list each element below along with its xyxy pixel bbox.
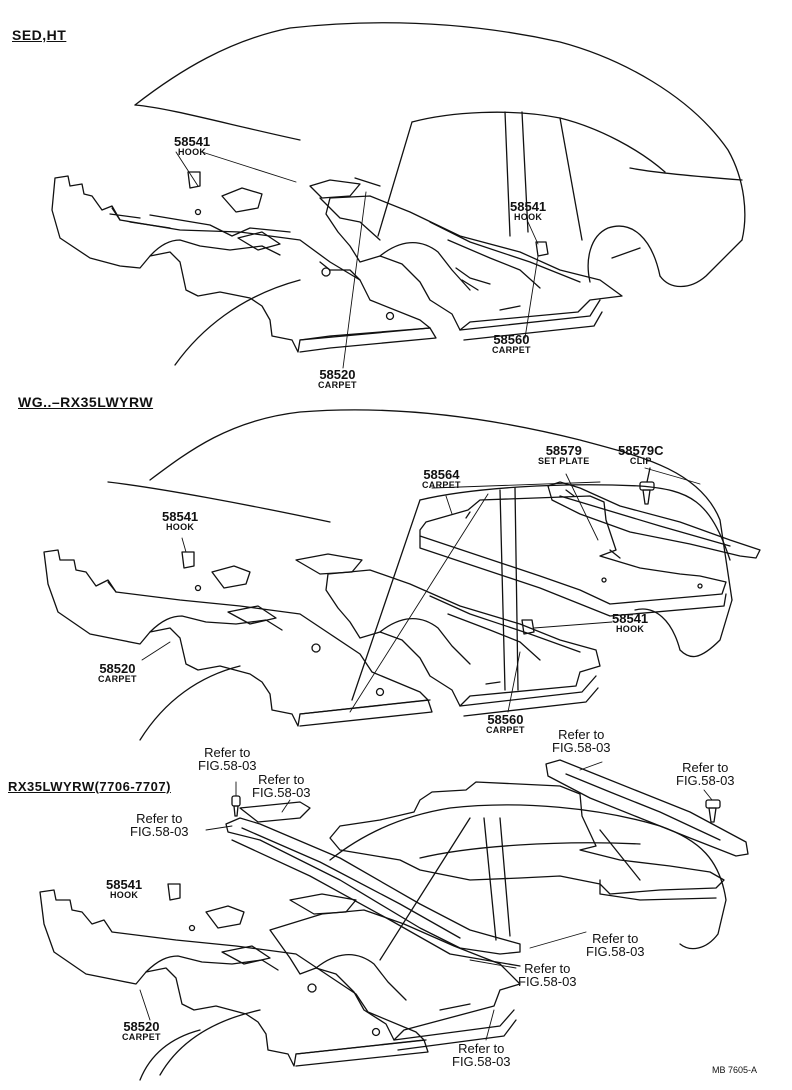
part-number: 58541 bbox=[106, 877, 143, 892]
callout-clip: 58579C CLIP bbox=[618, 444, 664, 466]
callout-hook-wagon-front: 58541 HOOK bbox=[162, 510, 198, 532]
section-title-sedan: SED,HT bbox=[12, 27, 67, 43]
section-title-rx: RX35LWYRW(7706-7707) bbox=[8, 779, 171, 794]
refer-figure: FIG.58-03 bbox=[676, 773, 735, 788]
sedan-rear-carpet bbox=[325, 177, 623, 341]
refer-figure: FIG.58-03 bbox=[552, 740, 611, 755]
rx-rear-carpet bbox=[269, 909, 521, 1051]
refer-text: Refer to bbox=[204, 745, 251, 760]
sedan-diagram bbox=[51, 22, 746, 369]
wagon-front-carpet bbox=[43, 549, 433, 727]
part-number: 58520 bbox=[319, 367, 356, 382]
part-number: 58579 bbox=[545, 443, 582, 458]
part-number: 58541 bbox=[174, 134, 211, 149]
callout-carpet-rx-front: 58520 CARPET bbox=[122, 1020, 161, 1042]
section-title-wagon: WG..–RX35LWYRW bbox=[18, 394, 154, 410]
refer-note: Refer to FIG.58-03 bbox=[676, 761, 735, 787]
part-number: 58560 bbox=[487, 712, 524, 727]
refer-note: Refer to FIG.58-03 bbox=[518, 962, 577, 988]
part-description: CARPET bbox=[318, 380, 357, 390]
part-description: HOOK bbox=[513, 212, 543, 222]
refer-note: Refer to FIG.58-03 bbox=[552, 728, 611, 754]
rx-front-carpet bbox=[39, 883, 429, 1067]
part-number: 58520 bbox=[99, 661, 136, 676]
sedan-leader-lines bbox=[175, 151, 539, 369]
callout-hook-sedan-front: 58541 HOOK bbox=[174, 135, 210, 157]
sedan-front-carpet bbox=[51, 171, 437, 353]
wagon-leader-lines bbox=[141, 467, 701, 713]
refer-text: Refer to bbox=[558, 727, 605, 742]
callout-hook-wagon-rear: 58541 HOOK bbox=[612, 612, 648, 634]
wagon-body-outline bbox=[107, 409, 733, 741]
rx-long-rail bbox=[225, 795, 521, 967]
callout-carpet-sedan-front: 58520 CARPET bbox=[318, 368, 357, 390]
refer-note: Refer to FIG.58-03 bbox=[452, 1042, 511, 1068]
part-description: HOOK bbox=[615, 624, 645, 634]
part-description: HOOK bbox=[177, 147, 207, 157]
refer-figure: FIG.58-03 bbox=[518, 974, 577, 989]
part-number: 58579C bbox=[618, 443, 664, 458]
refer-figure: FIG.58-03 bbox=[452, 1054, 511, 1069]
wagon-cargo-carpet bbox=[419, 495, 727, 617]
part-number: 58560 bbox=[493, 332, 530, 347]
sedan-body-outline bbox=[134, 22, 746, 366]
rx-cargo-floor bbox=[329, 781, 725, 901]
callout-set-plate: 58579 SET PLATE bbox=[538, 444, 590, 466]
callout-carpet-wagon-front: 58520 CARPET bbox=[98, 662, 137, 684]
part-description: CARPET bbox=[98, 674, 137, 684]
part-number: 58541 bbox=[612, 611, 649, 626]
part-description: SET PLATE bbox=[538, 456, 590, 466]
part-number: 58520 bbox=[123, 1019, 160, 1034]
wagon-diagram bbox=[43, 409, 761, 741]
refer-note: Refer to FIG.58-03 bbox=[198, 746, 257, 772]
callout-hook-rx: 58541 HOOK bbox=[106, 878, 142, 900]
part-description: CARPET bbox=[422, 480, 461, 490]
rx-side-rail bbox=[545, 759, 749, 857]
refer-text: Refer to bbox=[682, 760, 729, 775]
part-number: 58564 bbox=[423, 467, 460, 482]
wagon-set-plate bbox=[547, 481, 761, 559]
refer-figure: FIG.58-03 bbox=[252, 785, 311, 800]
callout-carpet-wagon-rear: 58560 CARPET bbox=[486, 713, 525, 735]
callout-carpet-sedan-rear: 58560 CARPET bbox=[492, 333, 531, 355]
part-description: CARPET bbox=[492, 345, 531, 355]
wagon-rear-carpet bbox=[325, 569, 601, 717]
callout-hook-sedan-rear: 58541 HOOK bbox=[510, 200, 546, 222]
refer-note: Refer to FIG.58-03 bbox=[130, 812, 189, 838]
refer-text: Refer to bbox=[524, 961, 571, 976]
part-description: CARPET bbox=[486, 725, 525, 735]
refer-text: Refer to bbox=[592, 931, 639, 946]
part-number: 58541 bbox=[510, 199, 547, 214]
rx-leader-lines bbox=[139, 761, 713, 1041]
part-number: 58541 bbox=[162, 509, 199, 524]
callout-carpet-wagon-cargo: 58564 CARPET bbox=[422, 468, 461, 490]
refer-text: Refer to bbox=[258, 772, 305, 787]
wagon-clip bbox=[639, 467, 655, 505]
part-description: HOOK bbox=[109, 890, 139, 900]
refer-text: Refer to bbox=[458, 1041, 505, 1056]
refer-note: Refer to FIG.58-03 bbox=[252, 773, 311, 799]
refer-text: Refer to bbox=[136, 811, 183, 826]
rx-diagram bbox=[39, 759, 749, 1081]
refer-figure: FIG.58-03 bbox=[586, 944, 645, 959]
refer-note: Refer to FIG.58-03 bbox=[586, 932, 645, 958]
part-description: CARPET bbox=[122, 1032, 161, 1042]
refer-figure: FIG.58-03 bbox=[130, 824, 189, 839]
part-description: CLIP bbox=[629, 456, 652, 466]
refer-figure: FIG.58-03 bbox=[198, 758, 257, 773]
figure-code: MB 7605-A bbox=[712, 1065, 758, 1075]
part-description: HOOK bbox=[165, 522, 195, 532]
